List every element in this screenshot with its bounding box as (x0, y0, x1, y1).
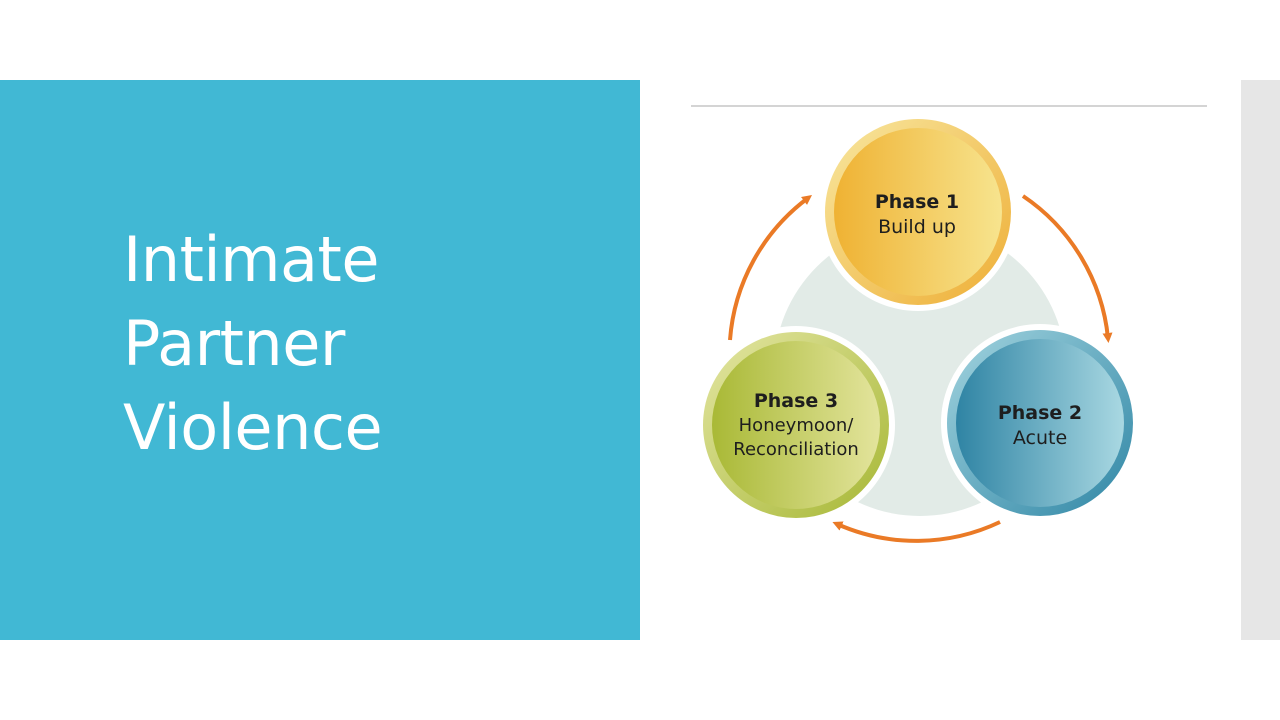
title-line-2: Partner (123, 307, 345, 380)
cycle-diagram-svg: Phase 1 Build up Phase 2 Acute Phase 3 H… (691, 105, 1207, 543)
arrow-phase3-to-phase1 (728, 195, 813, 341)
phase-2-circle: Phase 2 Acute (941, 324, 1139, 522)
phase-3-label-line-2: Reconciliation (733, 439, 859, 460)
arrow-phase2-to-phase3 (832, 520, 1001, 543)
right-edge-strip (1241, 80, 1280, 640)
title-line-3: Violence (123, 391, 383, 464)
phase-3-label-line-1: Honeymoon/ (739, 415, 855, 436)
cycle-diagram: Phase 1 Build up Phase 2 Acute Phase 3 H… (640, 80, 1240, 640)
arrow-phase1-to-phase2 (1021, 194, 1113, 343)
phase-1-circle: Phase 1 Build up (819, 113, 1017, 311)
slide-title: Intimate Partner Violence (123, 218, 383, 470)
title-line-1: Intimate (123, 223, 379, 296)
phase-2-label: Acute (1013, 427, 1067, 449)
title-panel (0, 80, 640, 640)
phase-3-title: Phase 3 (754, 390, 838, 412)
phase-2-title: Phase 2 (998, 402, 1082, 424)
phase-3-circle: Phase 3 Honeymoon/ Reconciliation (697, 326, 895, 524)
phase-1-label: Build up (878, 216, 956, 238)
phase-1-title: Phase 1 (875, 191, 959, 213)
